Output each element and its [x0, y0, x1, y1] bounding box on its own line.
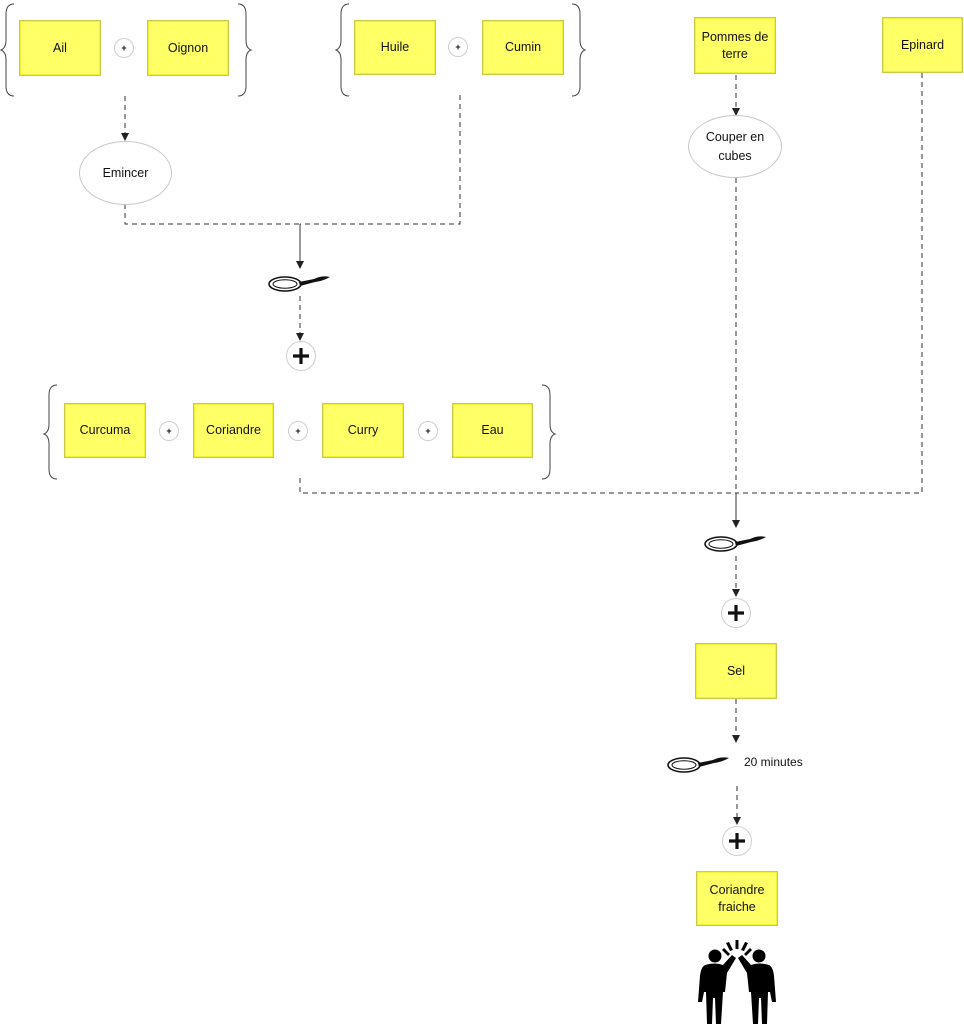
high-five-icon	[698, 940, 776, 1024]
ingredient-coriandre: Coriandre	[193, 403, 274, 458]
plus-icon: +	[448, 37, 468, 57]
brace-left-huile	[334, 3, 350, 97]
plus-icon: +	[114, 38, 134, 58]
ingredient-pommes-de-terre: Pommes de terre	[694, 17, 776, 74]
ingredient-curcuma: Curcuma	[64, 403, 146, 458]
ingredient-oignon: Oignon	[147, 20, 229, 76]
plus-icon	[721, 598, 751, 628]
brace-left-ail	[0, 3, 15, 97]
plus-icon	[722, 826, 752, 856]
ingredient-curry: Curry	[322, 403, 404, 458]
action-couper-en-cubes: Couper en cubes	[688, 115, 782, 178]
plus-icon: +	[159, 421, 179, 441]
cooking-time-label: 20 minutes	[744, 755, 803, 769]
ingredient-eau: Eau	[452, 403, 533, 458]
ingredient-epinard: Epinard	[882, 17, 963, 73]
connector-epices-merge2	[299, 478, 736, 494]
brace-right-epices	[541, 384, 557, 480]
ingredient-sel: Sel	[695, 643, 777, 699]
frying-pan-icon	[268, 276, 330, 292]
ingredient-coriandre-fraiche: Coriandre fraiche	[696, 871, 778, 926]
connector-epinard-merge2	[736, 73, 923, 494]
connector-huile-merge	[300, 95, 461, 225]
frying-pan-icon	[667, 757, 729, 773]
plus-icon: +	[288, 421, 308, 441]
ingredient-cumin: Cumin	[482, 20, 564, 75]
brace-right-huile	[571, 3, 587, 97]
ingredient-ail: Ail	[19, 20, 101, 76]
brace-right-ail	[237, 3, 253, 97]
plus-icon	[286, 341, 316, 371]
brace-left-epices	[42, 384, 58, 480]
action-emincer: Emincer	[79, 141, 172, 205]
connector-emincer-merge	[124, 204, 300, 225]
frying-pan-icon	[704, 536, 766, 552]
plus-icon: +	[418, 421, 438, 441]
ingredient-huile: Huile	[354, 20, 436, 75]
